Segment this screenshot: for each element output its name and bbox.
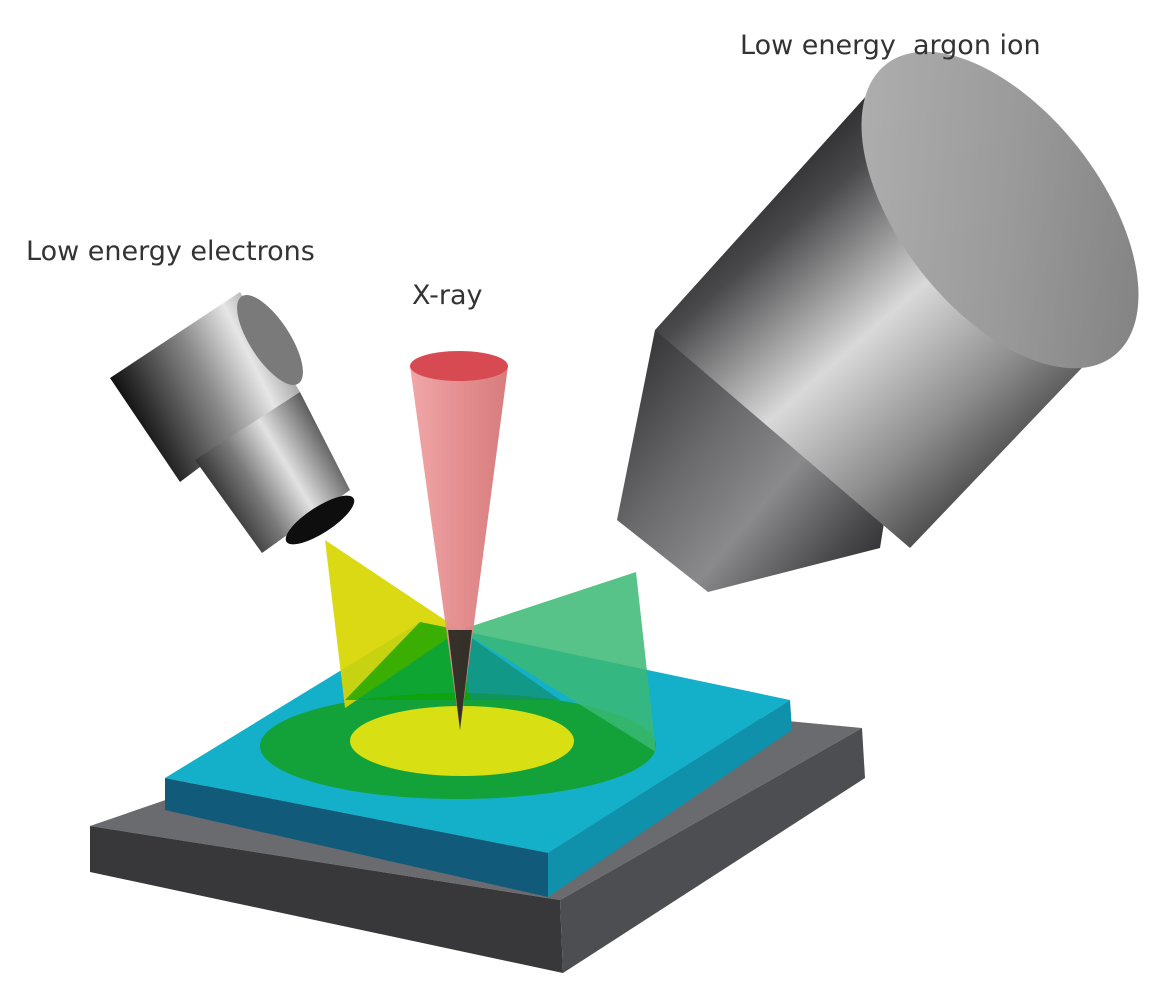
base-right-face xyxy=(560,728,865,973)
electron-gun-front-face xyxy=(285,495,355,545)
label-low-energy-electrons: Low energy electrons xyxy=(26,236,315,267)
xray-cap xyxy=(410,351,508,381)
sample-left-face xyxy=(165,778,548,897)
argon-gun-body xyxy=(655,94,1118,548)
photoelectron-fan-green xyxy=(460,572,656,752)
electron-gun-icon xyxy=(110,292,355,553)
yellow-spot xyxy=(350,706,574,776)
electron-gun-back-rim xyxy=(237,295,303,385)
argon-gun-face xyxy=(861,51,1139,369)
xray-cone xyxy=(410,366,508,730)
argon-ion-gun-icon xyxy=(617,51,1139,592)
fan-overlap-right xyxy=(460,630,560,700)
photoelectron-fan-yellow xyxy=(325,540,460,708)
label-argon-ion: Low energy argon ion xyxy=(740,30,1041,61)
fan-overlap-left xyxy=(345,622,470,700)
sample-right-face xyxy=(548,700,792,897)
xray-focus xyxy=(448,630,472,730)
label-xray: X-ray xyxy=(412,280,483,311)
xray-beam-icon xyxy=(410,351,508,730)
base-left-face xyxy=(90,826,563,973)
